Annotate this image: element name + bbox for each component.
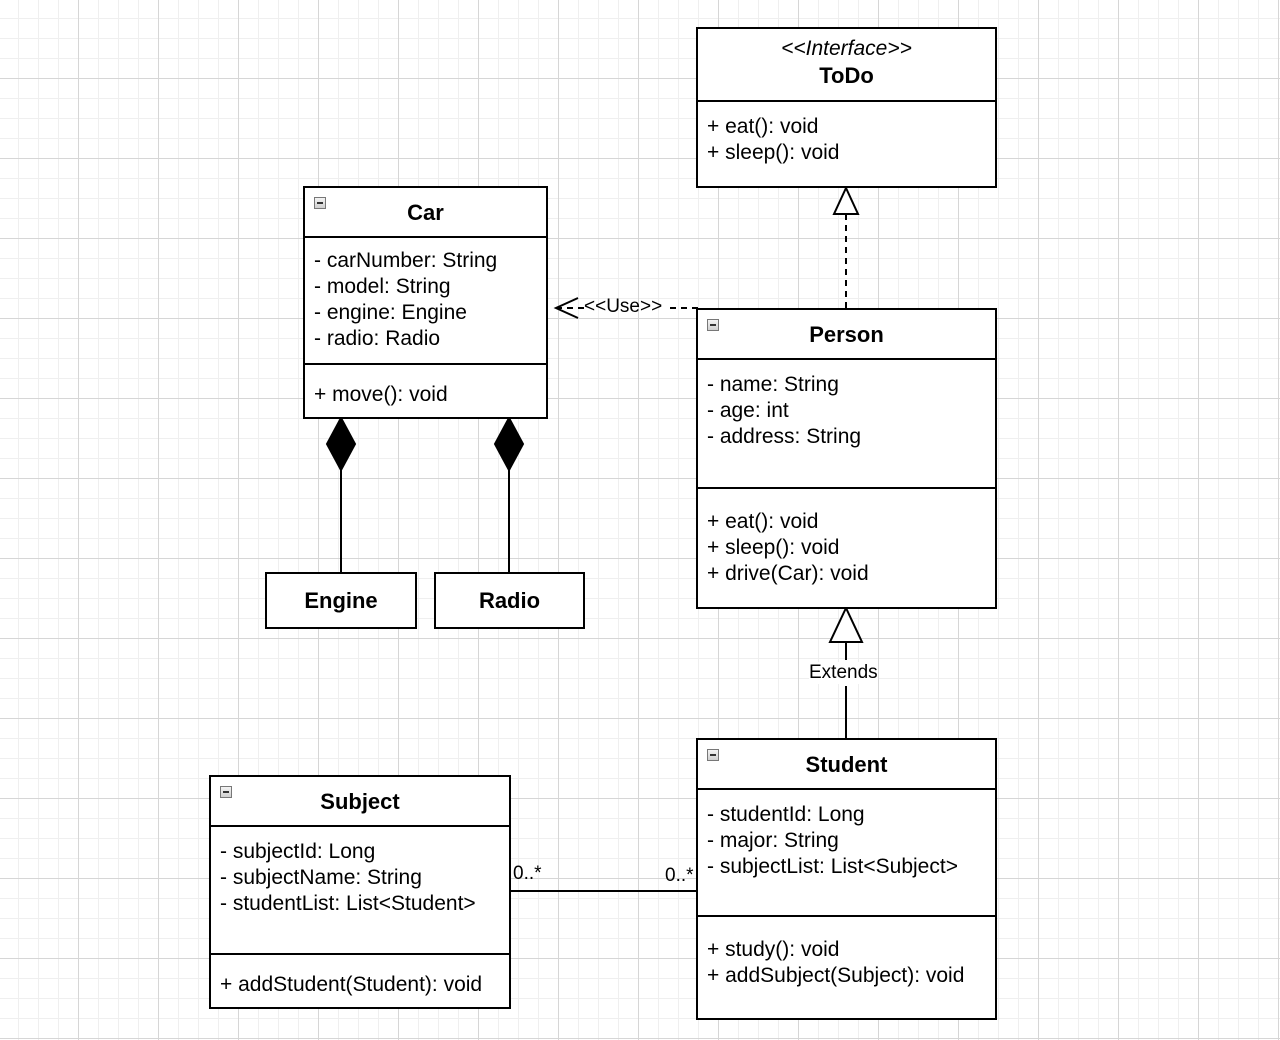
person-class-box[interactable]: Person - name: String - age: int - addre…: [696, 308, 997, 609]
car-attribute: - model: String: [314, 275, 451, 298]
car-method: + move(): void: [314, 383, 448, 406]
engine-composition-diamond: [325, 415, 357, 473]
student-class-box[interactable]: Student - studentId: Long - major: Strin…: [696, 738, 997, 1020]
car-header: Car: [305, 188, 546, 238]
person-method: + eat(): void: [707, 510, 819, 533]
collapse-icon[interactable]: [220, 786, 232, 798]
car-attribute: - carNumber: String: [314, 249, 498, 272]
person-attribute: - name: String: [707, 373, 839, 396]
subject-title: Subject: [320, 789, 400, 814]
person-methods: + eat(): void + sleep(): void + drive(Ca…: [698, 489, 995, 587]
person-attributes: - name: String - age: int - address: Str…: [698, 360, 995, 489]
person-attribute: - age: int: [707, 399, 789, 422]
use-label: <<Use>>: [584, 296, 663, 317]
student-method: + addSubject(Subject): void: [707, 964, 965, 987]
collapse-icon[interactable]: [707, 319, 719, 331]
todo-method: + sleep(): void: [707, 141, 840, 164]
car-class-box[interactable]: Car - carNumber: String - model: String …: [303, 186, 548, 419]
student-attribute: - studentId: Long: [707, 803, 865, 826]
subject-attributes: - subjectId: Long - subjectName: String …: [211, 827, 509, 955]
person-title: Person: [809, 322, 884, 347]
student-methods: + study(): void + addSubject(Subject): v…: [698, 917, 995, 989]
subject-attribute: - studentList: List<Student>: [220, 892, 476, 915]
person-attribute: - address: String: [707, 425, 862, 448]
car-attribute: - radio: Radio: [314, 327, 441, 350]
todo-title: ToDo: [819, 63, 874, 88]
subject-class-box[interactable]: Subject - subjectId: Long - subjectName:…: [209, 775, 511, 1009]
person-method: + drive(Car): void: [707, 562, 869, 585]
collapse-icon[interactable]: [314, 197, 326, 209]
subject-attribute: - subjectId: Long: [220, 840, 376, 863]
collapse-icon[interactable]: [707, 749, 719, 761]
use-dependency-arrowhead: [553, 297, 579, 319]
subject-methods: + addStudent(Student): void: [211, 955, 509, 998]
engine-class-box[interactable]: Engine: [265, 572, 417, 629]
todo-header: <<Interface>> ToDo: [698, 29, 995, 102]
radio-class-box[interactable]: Radio: [434, 572, 585, 629]
engine-title: Engine: [304, 587, 378, 613]
extends-arrowhead: [828, 605, 864, 643]
student-header: Student: [698, 740, 995, 790]
person-method: + sleep(): void: [707, 536, 840, 559]
subject-header: Subject: [211, 777, 509, 827]
student-title: Student: [805, 752, 888, 777]
subject-attribute: - subjectName: String: [220, 866, 422, 889]
subject-multiplicity: 0..*: [513, 863, 542, 884]
radio-composition-diamond: [493, 415, 525, 473]
todo-interface-box[interactable]: <<Interface>> ToDo + eat(): void + sleep…: [696, 27, 997, 188]
realization-arrowhead: [832, 185, 860, 215]
student-method: + study(): void: [707, 938, 840, 961]
car-attribute: - engine: Engine: [314, 301, 467, 324]
interface-stereotype: <<Interface>>: [781, 37, 912, 60]
todo-methods: + eat(): void + sleep(): void: [698, 102, 995, 166]
car-attributes: - carNumber: String - model: String - en…: [305, 238, 546, 365]
car-title: Car: [407, 200, 444, 225]
student-attribute: - major: String: [707, 829, 839, 852]
student-attributes: - studentId: Long - major: String - subj…: [698, 790, 995, 917]
extends-label: Extends: [809, 662, 878, 684]
student-multiplicity: 0..*: [665, 865, 694, 886]
car-methods: + move(): void: [305, 365, 546, 408]
todo-method: + eat(): void: [707, 115, 819, 138]
student-attribute: - subjectList: List<Subject>: [707, 855, 958, 878]
radio-title: Radio: [478, 587, 541, 613]
subject-method: + addStudent(Student): void: [220, 973, 483, 996]
person-header: Person: [698, 310, 995, 360]
